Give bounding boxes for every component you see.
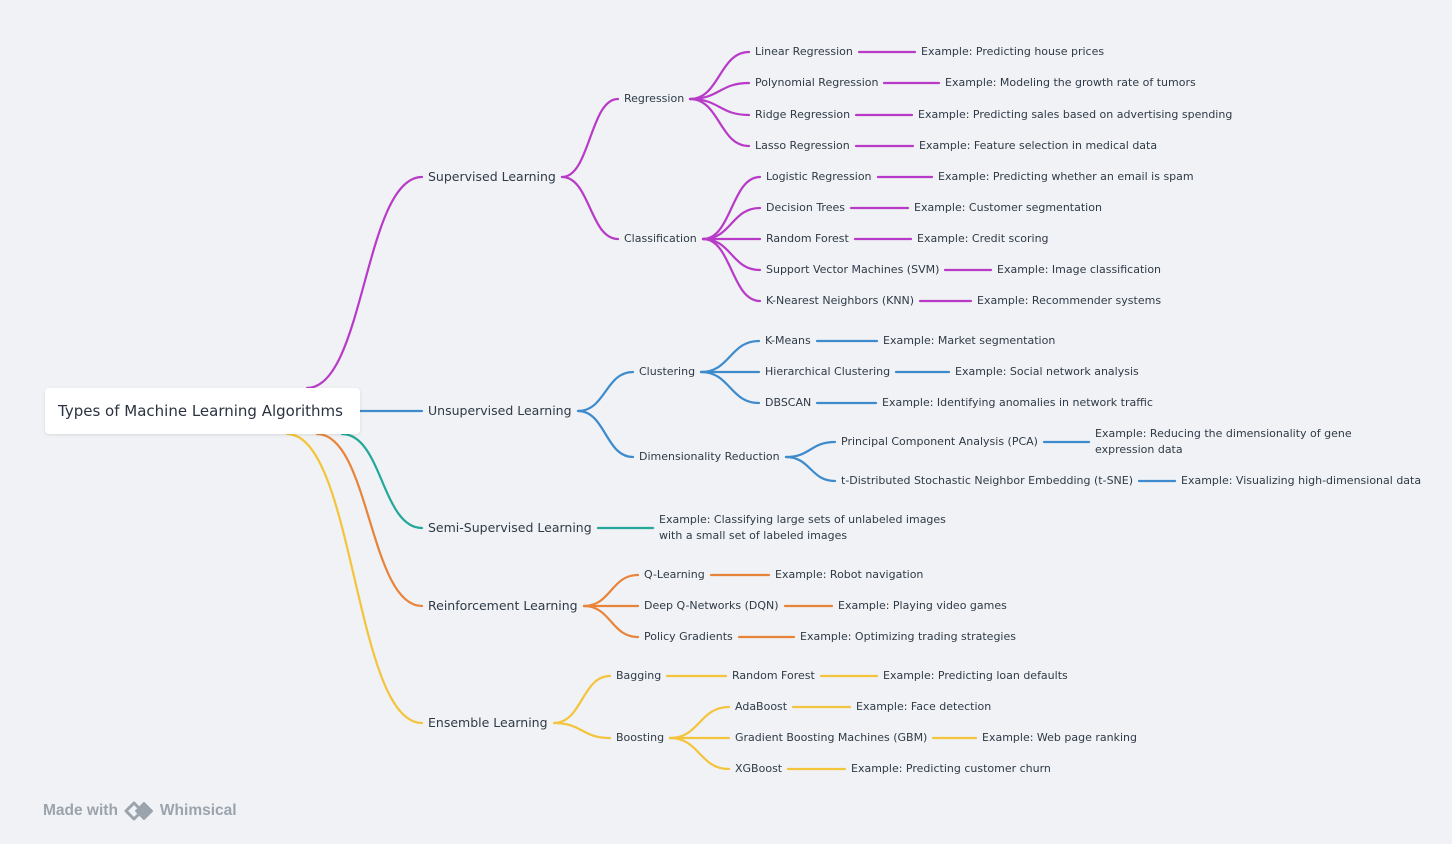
leaf-node[interactable]: AdaBoost — [735, 700, 788, 713]
whimsical-logo-icon — [124, 800, 154, 822]
connector-leaf — [699, 339, 761, 374]
example-node: Example: Predicting loan defaults — [883, 669, 1068, 682]
child-node[interactable]: Policy Gradients — [644, 630, 733, 643]
example-node: Example: Image classification — [997, 263, 1162, 276]
child-node[interactable]: Deep Q-Networks (DQN) — [644, 599, 779, 612]
leaf-node[interactable]: Ridge Regression — [755, 108, 851, 121]
leaf-node[interactable]: Gradient Boosting Machines (GBM) — [735, 731, 928, 744]
example-node: Example: Visualizing high-dimensional da… — [1181, 474, 1422, 487]
example-node: Example: Robot navigation — [775, 568, 924, 581]
root-node[interactable]: Types of Machine Learning Algorithms — [45, 388, 360, 434]
example-node: Example: Optimizing trading strategies — [800, 630, 1016, 643]
connector-child — [576, 409, 635, 459]
child-node[interactable]: Boosting — [616, 731, 665, 744]
connector-leaf — [784, 455, 837, 483]
leaf-node[interactable]: Random Forest — [732, 669, 815, 682]
child-node[interactable]: Classification — [624, 232, 697, 245]
leaf-node[interactable]: Principal Component Analysis (PCA) — [841, 435, 1038, 448]
connector-leaf — [699, 370, 761, 405]
connector-child — [560, 97, 620, 179]
connector-child — [552, 721, 612, 740]
leaf-node[interactable]: K-Nearest Neighbors (KNN) — [766, 294, 915, 307]
example-node: Example: Predicting sales based on adver… — [918, 108, 1233, 121]
made-with-whimsical-badge[interactable]: Made with Whimsical — [43, 799, 237, 823]
leaf-node[interactable]: DBSCAN — [765, 396, 812, 409]
example-node: Example: Identifying anomalies in networ… — [882, 396, 1153, 409]
child-node[interactable]: Clustering — [639, 365, 696, 378]
connector-leaf — [701, 206, 762, 241]
root-node-label: Types of Machine Learning Algorithms — [58, 402, 343, 420]
example-node: Example: Predicting whether an email is … — [938, 170, 1194, 183]
child-node[interactable]: Q-Learning — [644, 568, 705, 581]
example-node: Example: Predicting house prices — [921, 45, 1105, 58]
leaf-node[interactable]: Decision Trees — [766, 201, 845, 214]
connector-child — [560, 175, 620, 241]
branch-node-unsupervised[interactable]: Unsupervised Learning — [428, 403, 572, 418]
child-node[interactable]: Bagging — [616, 669, 662, 682]
connector-leaf — [668, 705, 731, 740]
branch-node-supervised[interactable]: Supervised Learning — [428, 169, 556, 184]
leaf-node[interactable]: K-Means — [765, 334, 811, 347]
example-node: Example: Market segmentation — [883, 334, 1056, 347]
connector-leaf — [784, 440, 837, 459]
connector-leaf — [701, 237, 762, 303]
example-node: Example: Web page ranking — [982, 731, 1137, 744]
whimsical-brand-label: Whimsical — [159, 802, 237, 819]
connector-child — [552, 674, 612, 725]
child-node[interactable]: Dimensionality Reduction — [639, 450, 780, 463]
made-with-label: Made with — [43, 802, 118, 819]
example-node: Example: Modeling the growth rate of tum… — [945, 76, 1196, 89]
connector-child — [582, 604, 640, 639]
example-node: Example: Playing video games — [838, 599, 1007, 612]
connector-leaf — [701, 237, 762, 272]
connector-child — [576, 370, 635, 413]
connector-root-reinforcement — [315, 432, 424, 608]
leaf-node[interactable]: Lasso Regression — [755, 139, 850, 152]
leaf-node[interactable]: t-Distributed Stochastic Neighbor Embedd… — [841, 474, 1134, 487]
connector-leaf — [668, 736, 731, 771]
leaf-node[interactable]: Linear Regression — [755, 45, 853, 58]
branch-node-semi[interactable]: Semi-Supervised Learning — [428, 520, 592, 535]
child-node[interactable]: Regression — [624, 92, 685, 105]
example-node: Example: Credit scoring — [917, 232, 1049, 245]
example-node: Example: Social network analysis — [955, 365, 1139, 378]
example-node: Example: Recommender systems — [977, 294, 1162, 307]
connector-root-semi — [340, 432, 424, 530]
leaf-node[interactable]: Support Vector Machines (SVM) — [766, 263, 940, 276]
leaf-node[interactable]: Polynomial Regression — [755, 76, 879, 89]
example-node: Example: Predicting customer churn — [851, 762, 1051, 775]
leaf-node[interactable]: XGBoost — [735, 762, 783, 775]
connector-child — [582, 573, 640, 608]
branch-node-ensemble[interactable]: Ensemble Learning — [428, 715, 548, 730]
leaf-node[interactable]: Logistic Regression — [766, 170, 872, 183]
example-node: Example: Face detection — [856, 700, 992, 713]
example-node: Example: Reducing the dimensionality of … — [1095, 427, 1352, 456]
example-node: Example: Customer segmentation — [914, 201, 1102, 214]
leaf-node[interactable]: Hierarchical Clustering — [765, 365, 891, 378]
leaf-node[interactable]: Random Forest — [766, 232, 849, 245]
connector-root-supervised — [305, 175, 424, 390]
connector-leaf — [688, 97, 751, 148]
connector-root-ensemble — [285, 432, 424, 725]
branch-node-reinforcement[interactable]: Reinforcement Learning — [428, 598, 578, 613]
example-node: Example: Classifying large sets of unlab… — [659, 513, 946, 542]
example-node: Example: Feature selection in medical da… — [919, 139, 1158, 152]
